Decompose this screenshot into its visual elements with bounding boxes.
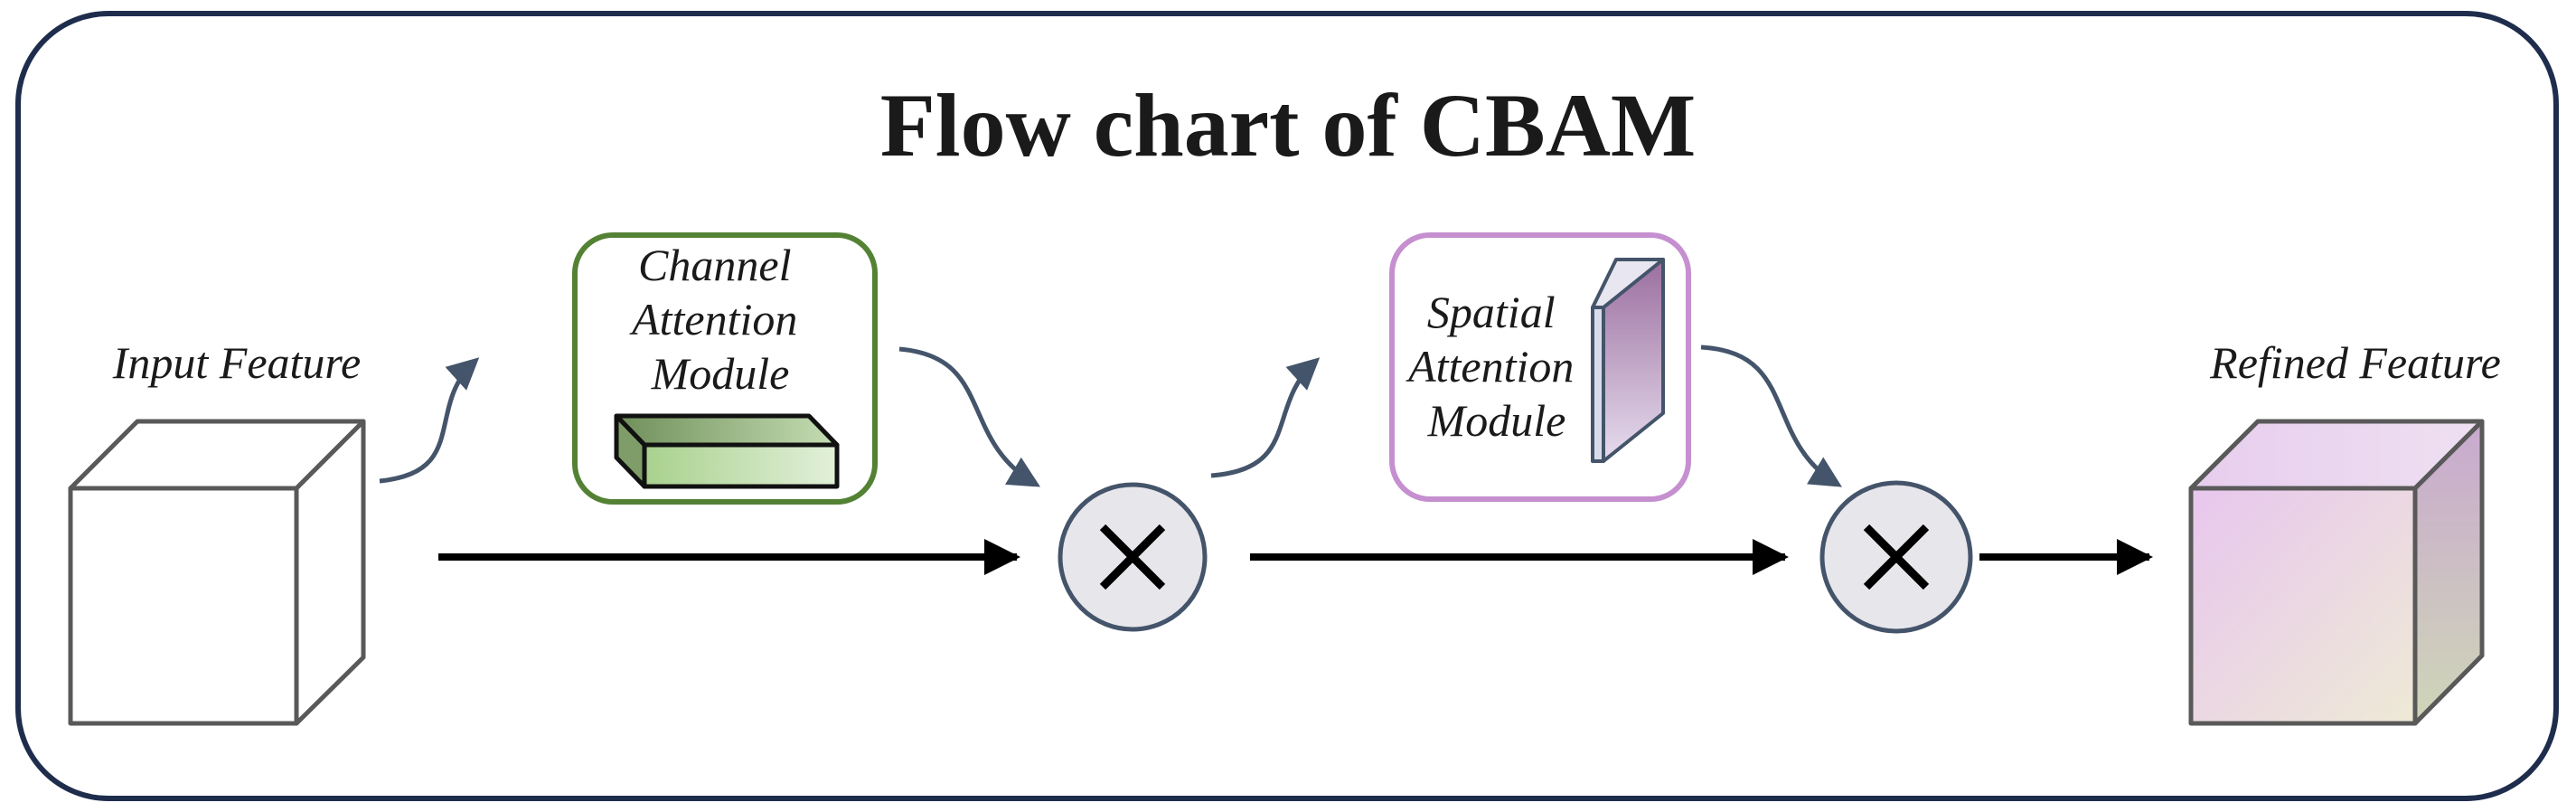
curved-arrow-multiply-1-to-spatial bbox=[1210, 357, 1321, 478]
channel-attention-bar bbox=[614, 413, 840, 489]
spatial-attention-plane bbox=[1591, 258, 1665, 463]
channel-attention-module-label: Channel Attention Module bbox=[629, 240, 809, 399]
channel-label-line-2: Attention bbox=[629, 294, 797, 345]
curved-arrow-spatial-to-multiply-2 bbox=[1700, 345, 1842, 487]
spatial-attention-module-label: Spatial Attention Module bbox=[1406, 287, 1585, 446]
spatial-label-line-3: Module bbox=[1427, 395, 1566, 446]
channel-label-line-3: Module bbox=[651, 348, 790, 399]
curved-arrow-input-to-channel bbox=[379, 357, 480, 484]
multiply-operator-2 bbox=[1819, 480, 1973, 634]
input-feature-cube bbox=[68, 419, 366, 726]
spatial-label-line-2: Attention bbox=[1406, 341, 1574, 392]
input-feature-label: Input Feature bbox=[112, 337, 361, 388]
channel-label-line-1: Channel bbox=[638, 240, 791, 290]
spatial-label-line-1: Spatial bbox=[1427, 287, 1556, 337]
refined-feature-label: Refined Feature bbox=[2209, 337, 2501, 388]
multiply-operator-1 bbox=[1058, 482, 1208, 632]
refined-feature-cube bbox=[2188, 419, 2485, 726]
diagram-title: Flow chart of CBAM bbox=[880, 75, 1697, 175]
curved-arrow-channel-to-multiply-1 bbox=[898, 346, 1041, 487]
